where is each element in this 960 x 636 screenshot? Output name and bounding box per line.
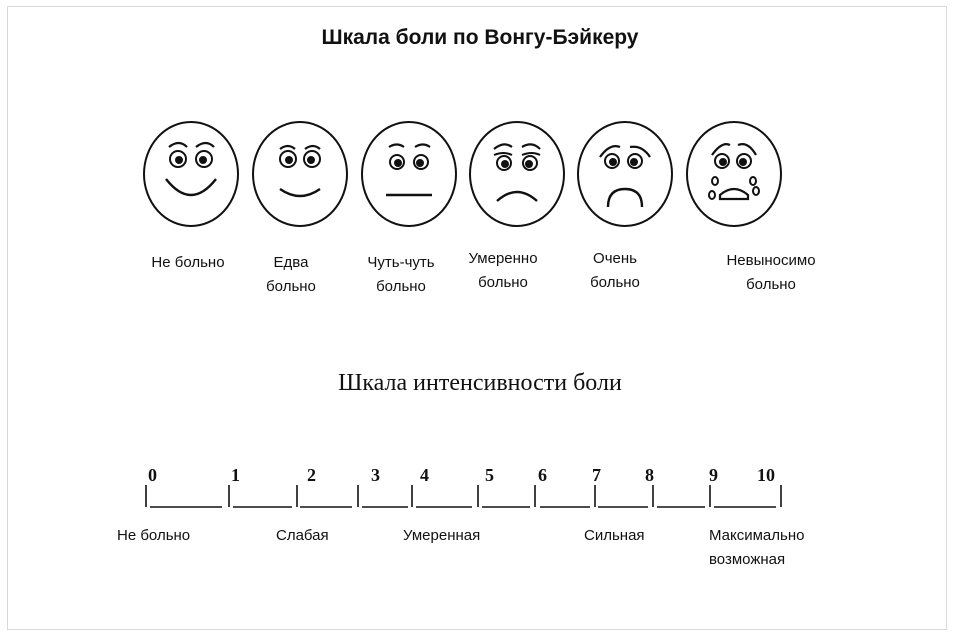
scale-label-none: Не больно <box>117 527 191 544</box>
neutral-face-icon <box>359 119 459 229</box>
face-label-0: Не больно <box>151 254 225 271</box>
very-happy-face-icon <box>141 119 241 229</box>
page-frame <box>7 6 947 630</box>
scale-label-mild: Слабая <box>276 527 329 544</box>
tick-10: 10 <box>757 465 775 485</box>
face-label-4: Очень больно <box>590 250 640 291</box>
tick-4: 4 <box>420 465 429 485</box>
tick-6: 6 <box>538 465 547 485</box>
face-label-2: Чуть-чуть больно <box>367 254 435 295</box>
page-title: Шкала боли по Вонгу-Бэйкеру <box>321 26 639 49</box>
face-label-3: Умеренно больно <box>468 250 538 291</box>
tick-5: 5 <box>485 465 494 485</box>
tick-9: 9 <box>709 465 718 485</box>
tick-8: 8 <box>645 465 654 485</box>
face-label-1: Едва больно <box>266 254 316 295</box>
sad-face-icon <box>467 119 567 229</box>
tick-3: 3 <box>371 465 380 485</box>
very-sad-face-icon <box>575 119 675 229</box>
crying-face-icon <box>684 119 784 229</box>
scale-label-moderate: Умеренная <box>403 527 481 544</box>
tick-7: 7 <box>592 465 601 485</box>
happy-face-icon <box>250 119 350 229</box>
tick-0: 0 <box>148 465 157 485</box>
tick-1: 1 <box>231 465 240 485</box>
tick-2: 2 <box>307 465 316 485</box>
intensity-scale-title: Шкала интенсивности боли <box>338 370 622 396</box>
scale-label-severe: Сильная <box>584 527 645 544</box>
scale-label-max: Максимально возможная <box>709 527 805 568</box>
face-label-5: Невыносимо больно <box>726 252 816 293</box>
